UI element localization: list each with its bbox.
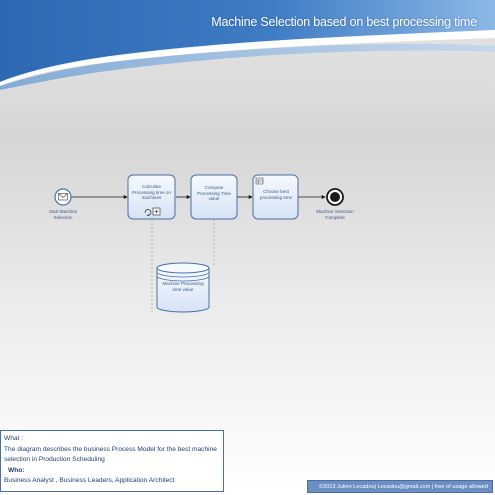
who-label: Who: — [8, 466, 25, 474]
task-choose-best-processing-time[interactable] — [252, 174, 299, 220]
task-calculate-processing-time[interactable] — [127, 174, 176, 220]
who-text: Business Analyst , Business Leaders, App… — [4, 477, 175, 485]
business-rule-icon — [255, 177, 264, 185]
end-event-label: Machine Selection Complete — [316, 209, 354, 220]
loop-marker-icon — [144, 209, 152, 216]
start-event[interactable] — [54, 188, 72, 206]
page-title: Machine Selection based on best processi… — [211, 15, 477, 29]
task-1-label: Calculate Processing time on machines — [131, 184, 172, 201]
data-store-label: Machine Processing time value — [162, 281, 204, 292]
end-event[interactable] — [326, 188, 344, 206]
header-banner — [0, 0, 495, 90]
description-box: What : The diagram describes the busines… — [0, 430, 224, 492]
start-event-label: Start Machine Selection — [48, 209, 78, 220]
what-label: What : — [4, 435, 24, 442]
terminate-icon — [330, 192, 340, 202]
task-compute-processing-time[interactable] — [190, 174, 238, 220]
task-3-label: Choose best processing time — [259, 189, 293, 200]
envelope-icon — [58, 193, 68, 201]
data-store-machine-processing-time[interactable] — [156, 262, 210, 313]
task-2-label: Compute Processing Time value — [197, 185, 231, 202]
subprocess-marker-icon — [152, 207, 161, 216]
what-text: The diagram describes the business Proce… — [4, 445, 217, 464]
copyright-footer: ©2013 Julien Lecadou| Lecadou@gmail.com … — [307, 480, 493, 493]
